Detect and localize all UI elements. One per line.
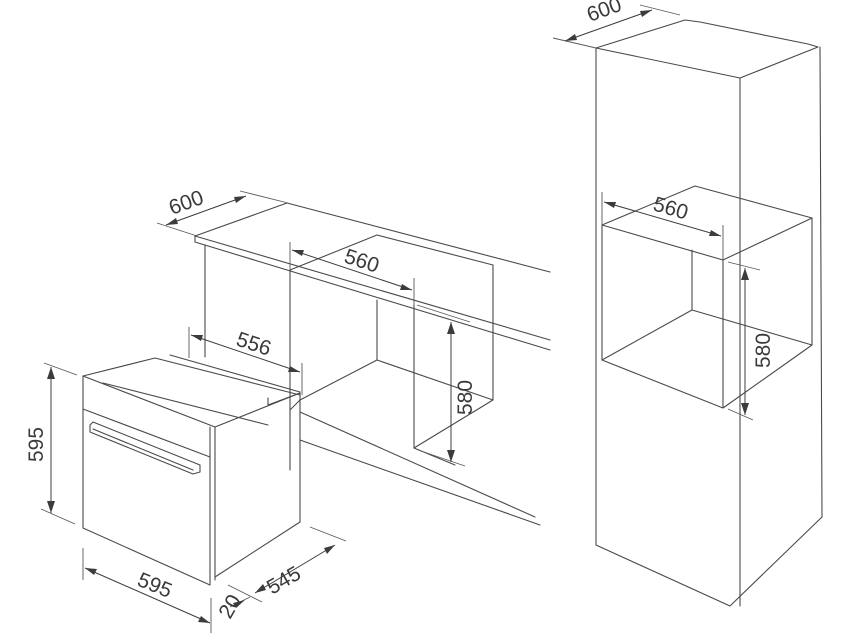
dimension-oven-width: 595 [82,548,212,633]
column-depth-label: 600 [584,0,625,27]
dimension-door-thickness: 20 [214,591,251,623]
counter-depth-label: 600 [166,186,207,220]
door-thickness-label: 20 [214,591,246,623]
dimension-oven-depth: 545 [227,526,347,603]
column-niche-height-label: 580 [752,333,775,368]
dimension-column-depth: 600 [552,0,681,49]
dimension-niche-height: 580 [416,304,477,467]
oven-depth-label: 545 [263,562,305,599]
column-cabinet [595,19,823,607]
oven [82,354,301,586]
niche-height-label: 580 [454,380,477,415]
oven-width-label: 595 [134,568,175,602]
column-niche-width-label: 560 [651,193,691,225]
dimension-counter-depth: 600 [165,186,289,226]
niche-width-label: 560 [341,245,381,278]
dimension-niche-width: 560 [289,242,415,305]
oven-rear-width-label: 556 [233,328,273,361]
oven-height-label: 595 [25,427,48,462]
dimension-column-niche-width: 560 [601,192,724,260]
dimension-column-niche-height: 580 [727,261,775,421]
dimension-oven-rear-width: 556 [188,327,303,395]
dimension-oven-height: 595 [25,362,78,525]
